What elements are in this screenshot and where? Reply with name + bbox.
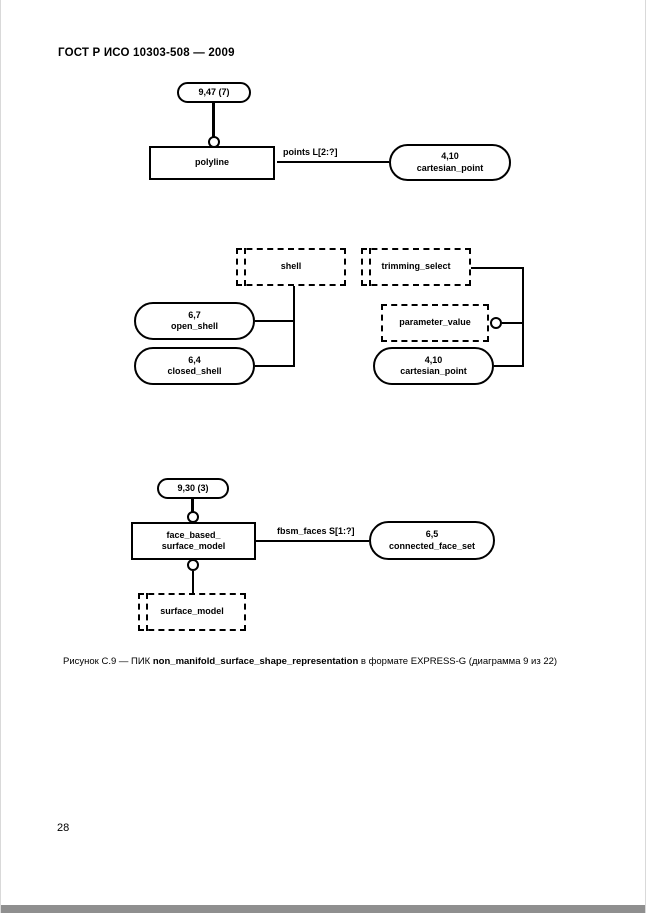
select-type-bar [369,248,371,286]
defined-type-box-parameter-value: parameter_value [381,304,489,342]
attribute-label-fbsm-faces: fbsm_faces S[1:?] [277,526,355,536]
attribute-label-points: points L[2:?] [283,147,338,157]
connector-line [522,267,524,367]
ref-name: closed_shell [167,366,222,376]
connector-line [471,267,524,269]
caption-entity-name: non_manifold_surface_shape_representatio… [152,656,359,667]
connector-line [255,365,295,367]
entity-label-line1: face_based_ [166,529,221,540]
page-ref-label: 9,47 (7) [198,86,230,97]
ref-number: 4,10 [424,354,443,365]
ref-number: 4,10 [441,151,459,162]
ref-name: connected_face_set [388,540,476,551]
entity-ref-oval-open-shell: 6,7 open_shell [134,302,255,340]
ref-number: 6,4 [188,354,201,365]
figure-caption: Рисунок С.9 — ПИК non_manifold_surface_s… [63,656,603,667]
ref-name: cartesian_point [400,366,467,376]
page-ref-label: 9,30 (3) [177,482,209,493]
connector-line [494,365,524,367]
select-type-box-shell: shell [236,248,346,286]
reference-line [212,103,215,138]
entity-box-polyline: polyline [149,146,275,180]
entity-ref-oval-connected-face-set: 6,5 connected_face_set [369,521,495,560]
attribute-line [277,161,389,163]
ref-name: cartesian_point [416,162,484,173]
subtype-line [293,286,295,367]
caption-prefix: Рисунок С.9 — ПИК [63,656,153,667]
select-type-box-surface-model: surface_model [138,593,246,631]
caption-suffix: в формате EXPRESS-G (диаграмма 9 из 22) [358,656,558,667]
standard-number-header: ГОСТ Р ИСО 10303-508 — 2009 [58,47,235,59]
entity-label-line2: surface_model [161,541,226,551]
scan-edge-bar [1,905,645,913]
type-label: parameter_value [399,317,471,328]
connector-line [502,322,522,324]
entity-ref-oval-closed-shell: 6,4 closed_shell [134,347,255,385]
page-ref-oval-9-47: 9,47 (7) [177,82,251,103]
ref-number: 6,7 [188,309,201,320]
ref-name: open_shell [170,321,218,331]
reference-line [191,499,194,512]
entity-box-face-based-surface-model: face_based_ surface_model [131,522,256,560]
attribute-line [256,540,369,542]
page-number: 28 [57,822,70,834]
connector-circle [187,559,199,571]
select-type-bar [146,593,148,631]
type-label: shell [280,261,302,272]
page-ref-oval-9-30: 9,30 (3) [157,478,229,499]
entity-label: polyline [194,157,229,168]
connector-circle [490,317,502,329]
entity-ref-oval-cartesian-point-2: 4,10 cartesian_point [373,347,494,385]
connector-line [255,320,295,322]
type-label: trimming_select [381,261,451,272]
entity-ref-oval-cartesian-point: 4,10 cartesian_point [389,144,511,181]
type-label: surface_model [160,606,224,617]
ref-number: 6,5 [425,529,439,540]
select-type-box-trimming-select: trimming_select [361,248,471,286]
select-type-bar [244,248,246,286]
subtype-line [192,571,194,593]
